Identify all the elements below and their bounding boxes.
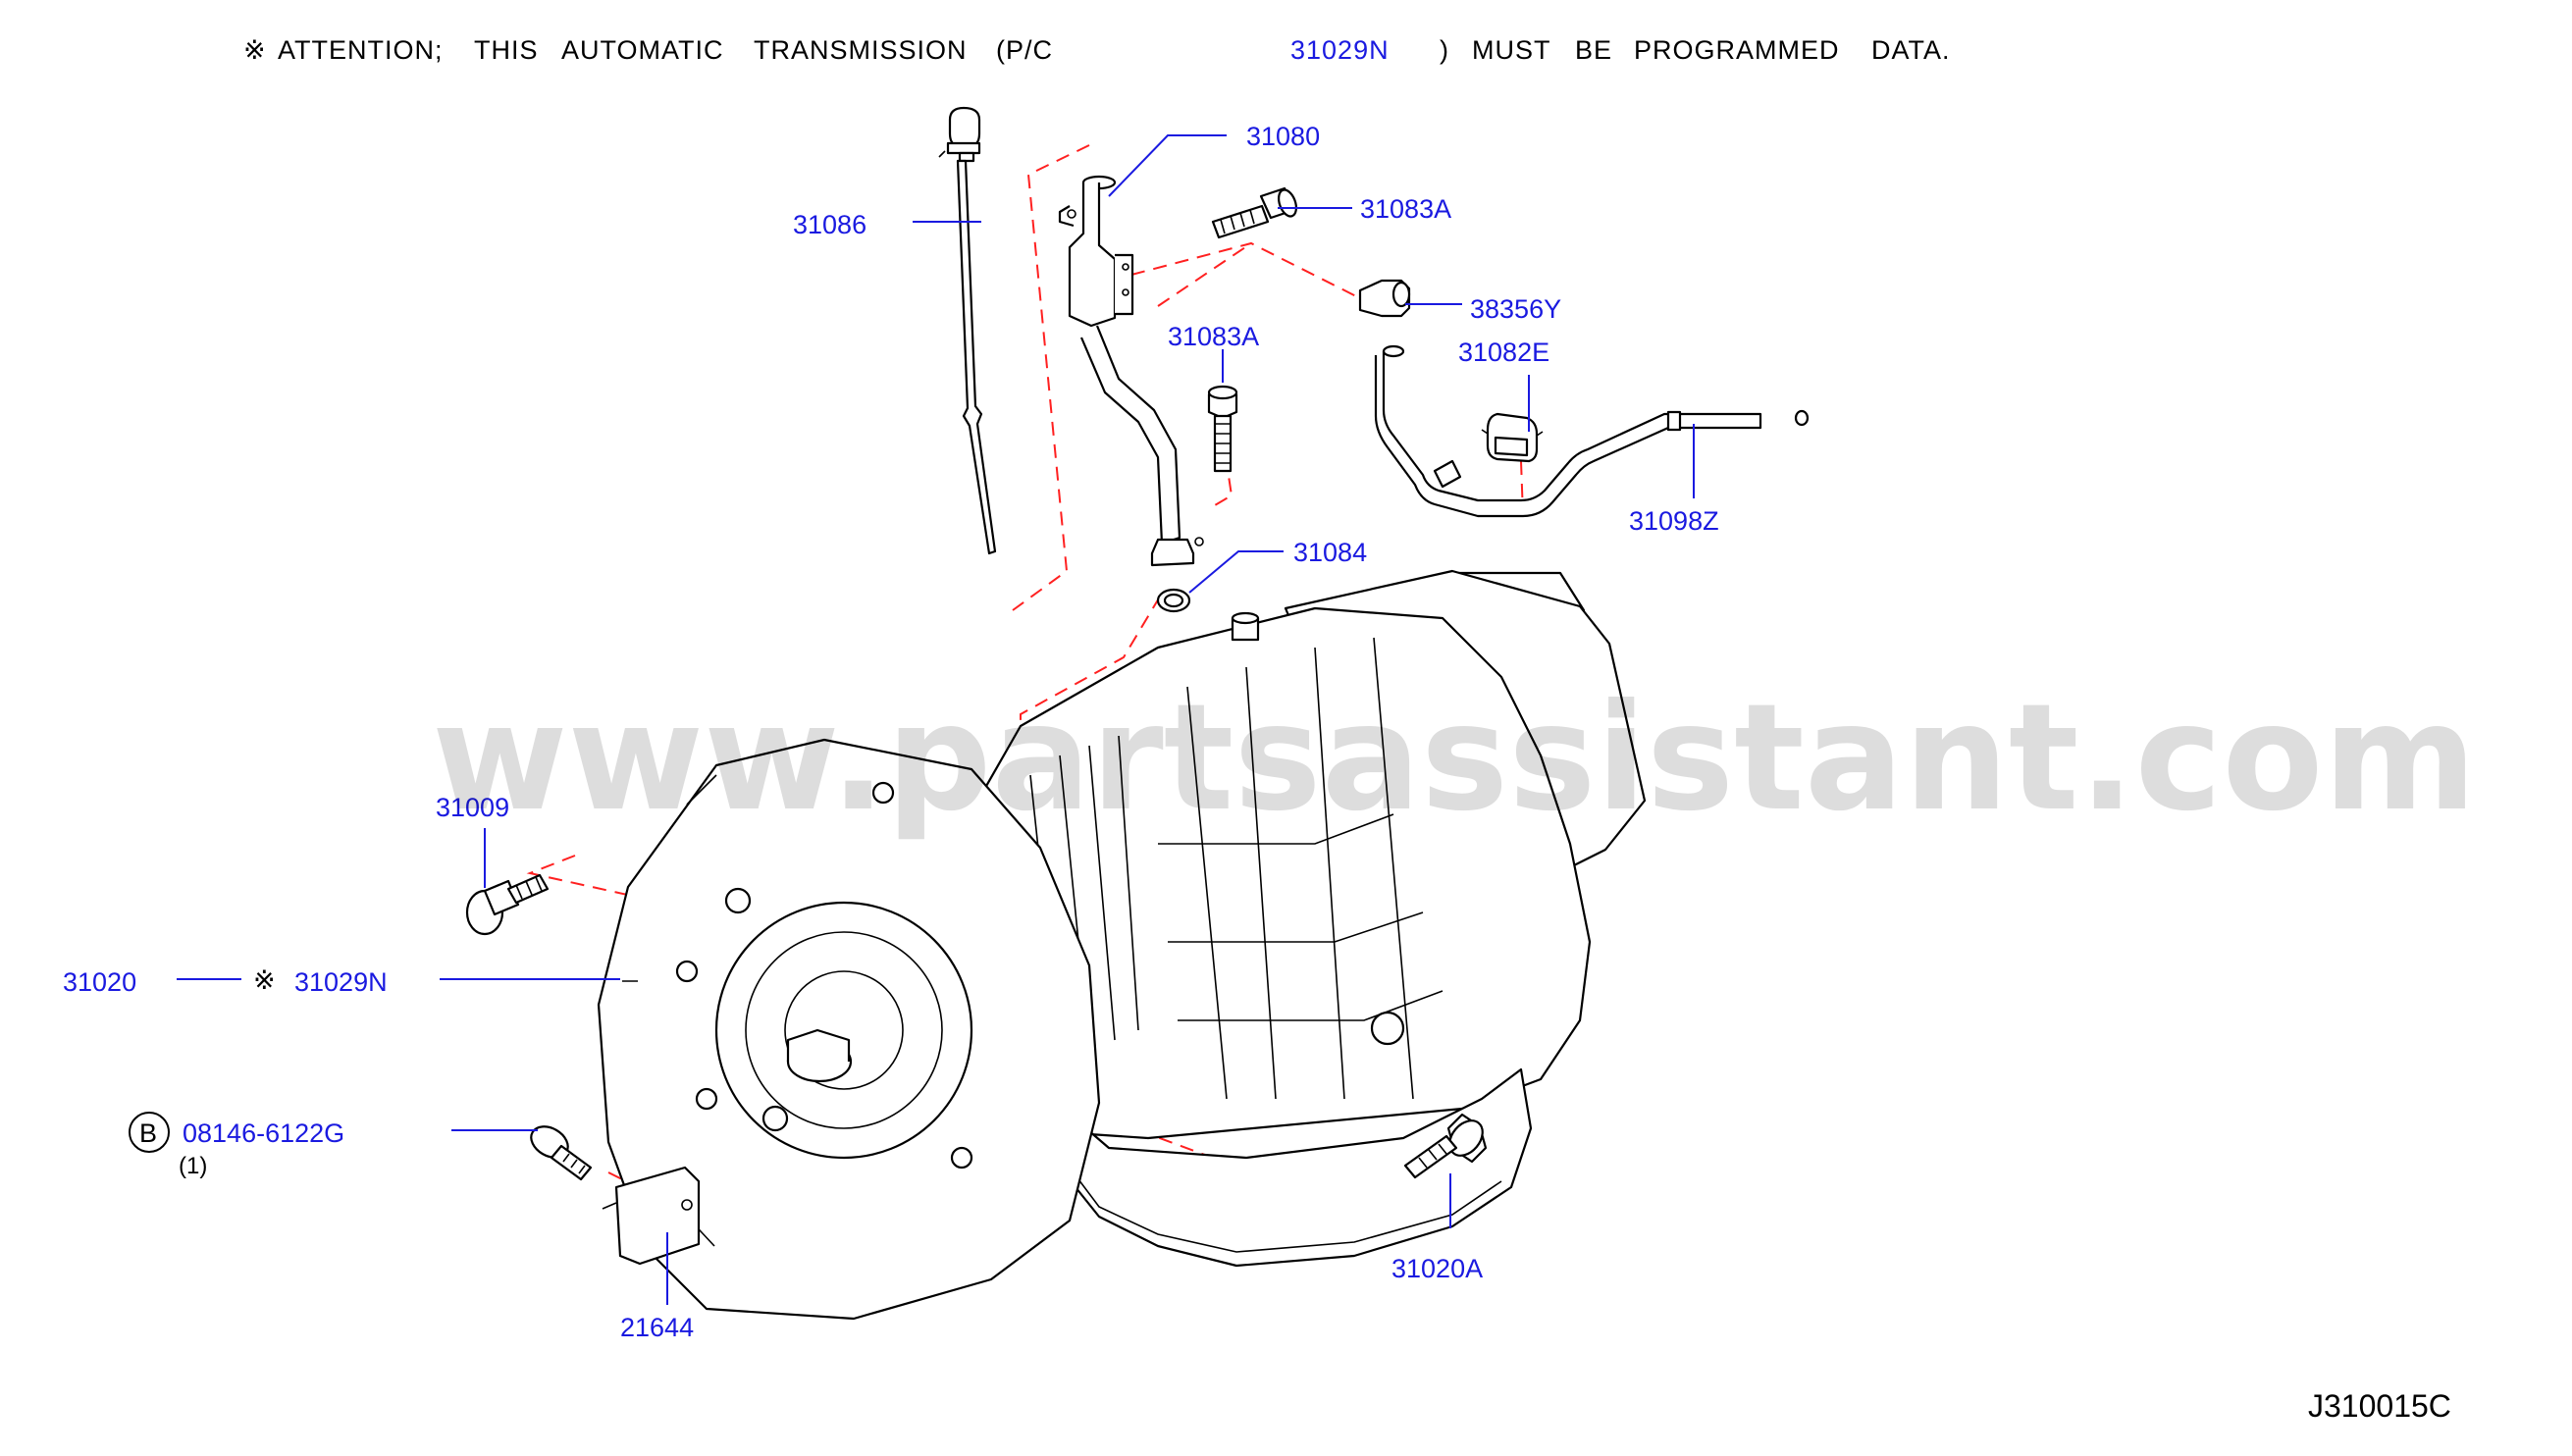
callout-31029N-symbol: ※ [253,965,276,995]
breather-hose-31098Z[interactable] [1374,344,1810,518]
filler-tube-31080[interactable] [1058,175,1204,567]
bolt-31020A[interactable] [1403,1113,1490,1179]
watermark: www.partsassistant.com [432,673,2477,844]
o-ring-31084[interactable] [1156,588,1191,613]
leader-lines [177,134,1695,1305]
callout-31086[interactable]: 31086 [793,210,866,239]
dipstick-31086[interactable] [938,106,997,555]
attention-word-3: AUTOMATIC [561,35,724,65]
callout-08146-6122G[interactable]: 08146-6122G [183,1118,344,1148]
torque-converter-31029N[interactable] [597,738,1101,1321]
attention-word-2: THIS [474,35,539,65]
callout-31083A-mid[interactable]: 31083A [1168,322,1259,351]
attention-word-10: DATA. [1871,35,1951,65]
attention-word-9: PROGRAMMED [1634,35,1840,65]
clamp-31082E[interactable] [1481,412,1544,463]
bolt-31083A-top[interactable] [1211,186,1299,239]
callout-b-letter: B [139,1118,157,1148]
attention-word-8: BE [1575,35,1612,65]
clip-38356Y[interactable] [1358,279,1411,318]
diagram-code: J310015C [2308,1388,2451,1424]
attention-part-ref[interactable]: 31029N [1290,35,1390,65]
callout-31020A[interactable]: 31020A [1391,1254,1483,1283]
callout-31083A-top[interactable]: 31083A [1360,194,1451,224]
attention-word-5: (P/C [996,35,1053,65]
bolt-31083A-mid[interactable] [1207,385,1238,473]
attention-word-7: MUST [1472,35,1551,65]
attention-word-4: TRANSMISSION [754,35,968,65]
attention-note: ※ ATTENTION; THIS AUTOMATIC TRANSMISSION… [243,35,1951,65]
callout-08146-qty: (1) [179,1153,207,1179]
attention-word-6: ) [1440,35,1449,65]
callout-31020[interactable]: 31020 [63,967,136,997]
bracket-21644[interactable] [602,1166,701,1266]
attention-word-1: ATTENTION; [278,35,444,65]
bolt-31009[interactable] [465,873,550,936]
callout-31029N[interactable]: 31029N [294,967,388,997]
bolt-08146-6122G[interactable] [526,1120,593,1181]
callout-31009[interactable]: 31009 [436,793,509,822]
callout-b-circle: B [129,1112,170,1153]
callout-38356Y[interactable]: 38356Y [1470,294,1561,324]
callout-31082E[interactable]: 31082E [1458,338,1549,367]
callout-31098Z[interactable]: 31098Z [1629,506,1719,536]
attention-symbol: ※ [243,35,267,65]
callouts: 31086 31080 31083A 38356Y 31083A 31082E … [63,122,1719,1342]
callout-31084[interactable]: 31084 [1293,538,1367,567]
callout-31080[interactable]: 31080 [1246,122,1320,151]
callout-21644[interactable]: 21644 [620,1313,694,1342]
